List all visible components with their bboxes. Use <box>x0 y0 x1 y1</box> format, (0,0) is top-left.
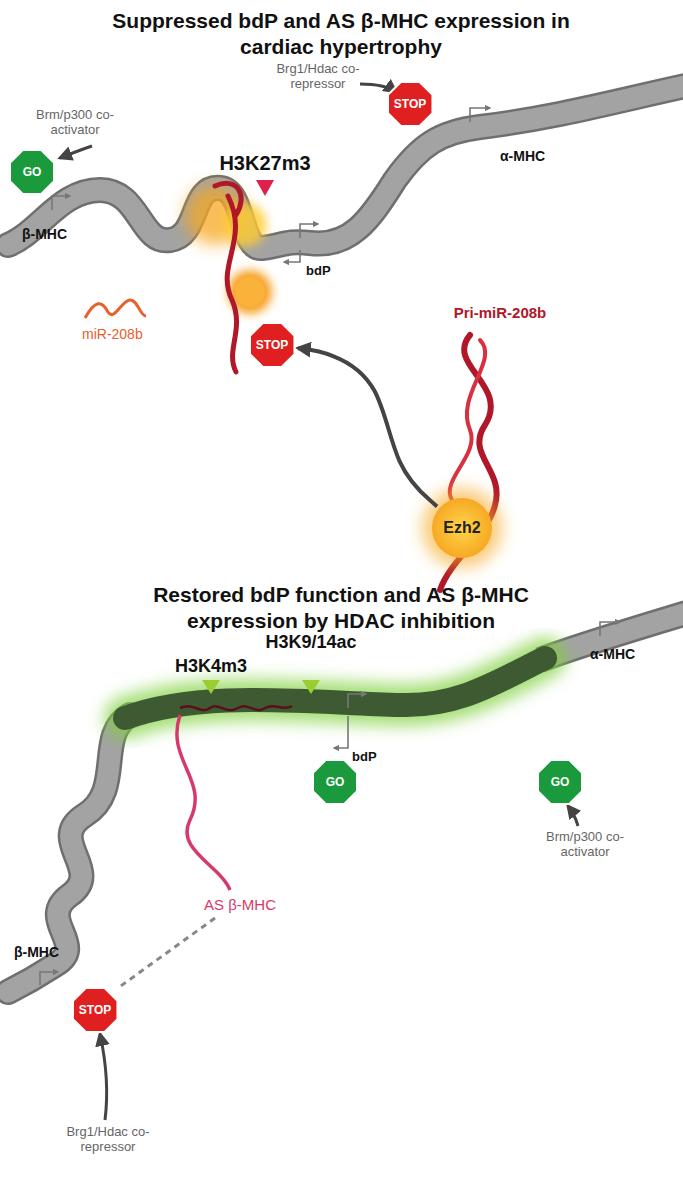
tss-arrow <box>600 622 620 636</box>
cofactor-label: Brm/p300 co-activator <box>540 830 630 860</box>
histone-mark-label: H3K4m3 <box>175 656 247 677</box>
tss-arrow <box>470 108 490 122</box>
octagon-shape <box>10 150 54 194</box>
stop-sign: STOP <box>388 82 432 126</box>
pri-mir-ribbon <box>215 183 241 215</box>
gene-label: β-MHC <box>22 226 67 242</box>
pri-mir-ribbon <box>450 340 485 500</box>
pri-mir-ribbon <box>227 196 236 372</box>
node-text: GO <box>551 775 570 789</box>
ezh2-blob <box>235 277 265 307</box>
bdp-arrow <box>284 250 300 262</box>
cofactor-label: Brg1/Hdac co-repressor <box>63 1125 153 1155</box>
stop-sign: STOP <box>250 323 294 367</box>
octagon-shape <box>538 760 582 804</box>
cofactor-arrow <box>568 806 578 826</box>
cofactor-label: Brg1/Hdac co-repressor <box>273 62 363 92</box>
go-sign: GO <box>313 760 357 804</box>
bdp-arrow <box>300 224 318 238</box>
mirna-label: miR-208b <box>82 326 143 342</box>
chromatin-ribbon <box>8 85 683 248</box>
as-transcript <box>177 715 230 890</box>
node-text: Ezh2 <box>443 519 480 537</box>
octagon-shape <box>313 760 357 804</box>
tss-arrow <box>52 196 70 210</box>
gene-label: β-MHC <box>14 944 59 960</box>
cofactor-arrow <box>60 146 92 158</box>
tss-arrow <box>40 972 58 985</box>
panel-title: Suppressed bdP and AS β-MHC expression i… <box>111 8 571 61</box>
node-text: STOP <box>256 338 288 352</box>
tss-arrow <box>348 694 366 708</box>
gene-label: α-MHC <box>590 646 635 662</box>
octagon-shape <box>250 323 294 367</box>
node-text: STOP <box>394 97 426 111</box>
as-transcript <box>180 706 292 710</box>
ezh2-protein: Ezh2 <box>432 498 492 558</box>
octagon-shape <box>73 988 117 1032</box>
octagon-shape <box>388 82 432 126</box>
chromatin-ribbon <box>8 85 683 248</box>
promoter-label: bdP <box>352 750 377 765</box>
stop-sign: STOP <box>73 988 117 1032</box>
circle-shape <box>432 498 492 558</box>
node-text: GO <box>326 775 345 789</box>
ezh2-glow <box>422 488 502 568</box>
node-text: GO <box>23 165 42 179</box>
histone-mark <box>302 680 320 694</box>
histone-mark <box>256 180 274 196</box>
inhibition-arrow <box>298 348 437 506</box>
tss-arrow <box>334 716 348 748</box>
mirna-strand <box>85 300 146 318</box>
gene-label: α-MHC <box>500 148 545 164</box>
promoter-label: bdP <box>306 264 331 279</box>
chromatin-ribbon <box>8 715 130 992</box>
mirna-label: Pri-miR-208b <box>454 304 547 321</box>
go-sign: GO <box>538 760 582 804</box>
chromatin-ribbon <box>8 715 130 992</box>
transcript-label: AS β-MHC <box>204 896 276 913</box>
go-sign: GO <box>10 150 54 194</box>
node-text: STOP <box>79 1003 111 1017</box>
panel-title: Restored bdP function and AS β-MHC expre… <box>96 582 586 635</box>
histone-mark-label: H3K9/14ac <box>265 632 356 653</box>
ezh2-glow <box>223 203 267 247</box>
cofactor-label: Brm/p300 co-activator <box>30 108 120 138</box>
histone-mark <box>202 680 220 694</box>
histone-mark-label: H3K27m3 <box>219 152 310 175</box>
repression-link <box>118 918 215 988</box>
cofactor-arrow <box>100 1034 107 1120</box>
